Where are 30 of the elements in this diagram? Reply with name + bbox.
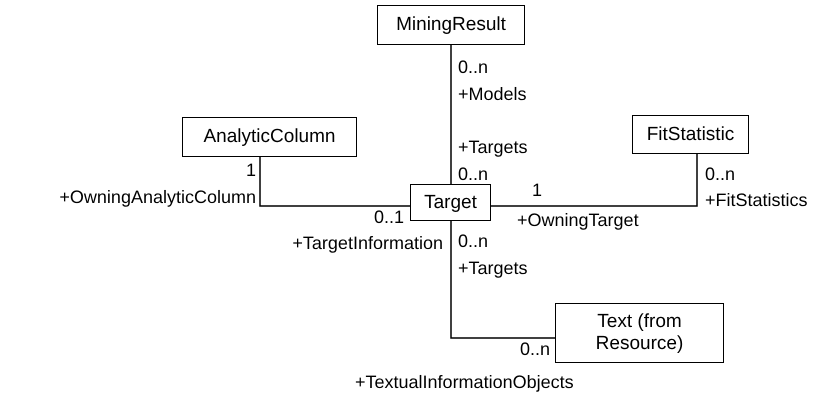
association-end-label: +TargetInformation [292, 233, 443, 253]
class-box [632, 115, 749, 154]
association-end-label: +Targets [458, 137, 528, 157]
association-end-label: +Targets [458, 258, 528, 278]
association-line [259, 157, 410, 207]
class-name: FitStatistic [646, 124, 734, 146]
class-name: Text (from Resource) [594, 311, 684, 355]
association-end-label: 0..n [458, 231, 488, 251]
class-box [377, 5, 525, 45]
association-end-label: +Models [458, 84, 527, 104]
association-end-label: 1 [246, 160, 256, 180]
class-name: AnalyticColumn [204, 126, 336, 148]
association-end-label: 0..n [458, 57, 488, 77]
association-end-label: +OwningAnalyticColumn [59, 187, 256, 207]
class-name: MiningResult [396, 14, 506, 36]
class-box [555, 303, 724, 363]
association-end-label: +TextualInformationObjects [355, 372, 574, 392]
association-end-label: +OwningTarget [517, 210, 639, 230]
association-line [450, 45, 452, 184]
association-end-label: 0..1 [374, 207, 404, 227]
association-end-label: 0..n [520, 339, 550, 359]
class-box [182, 117, 357, 157]
association-line [450, 221, 555, 339]
association-end-label: 0..n [458, 164, 488, 184]
class-name: Target [424, 192, 477, 214]
class-box [410, 184, 491, 221]
association-line [491, 154, 698, 207]
association-end-label: +FitStatistics [705, 190, 808, 210]
association-end-label: 1 [532, 180, 542, 200]
association-end-label: 0..n [705, 164, 736, 184]
